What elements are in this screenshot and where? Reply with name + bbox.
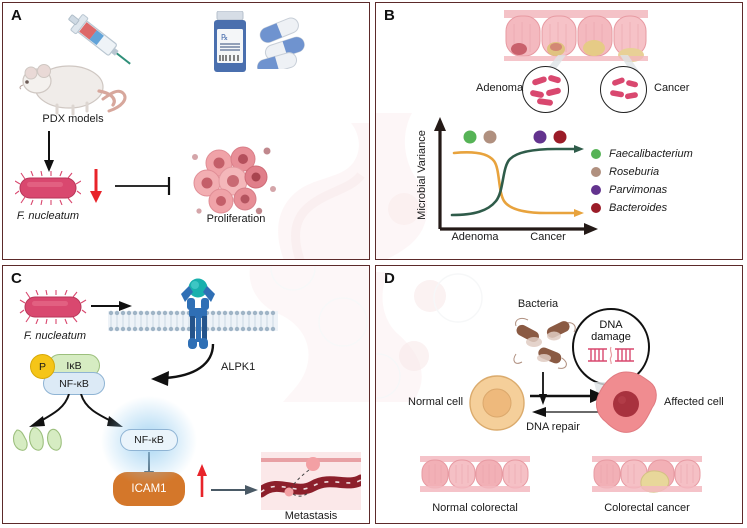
panel-c: C F. nucleatum <box>2 265 370 524</box>
panel-c-letter: C <box>11 270 22 287</box>
bacterium-to-receptor-arrow <box>91 301 132 311</box>
panel-a-letter: A <box>11 7 22 24</box>
legend-dot-bacteroides <box>591 203 601 213</box>
panel-a-proliferation-label: Proliferation <box>206 213 266 225</box>
panel-b: B <box>375 2 743 260</box>
marker-bacteroides <box>553 130 567 144</box>
red-up-arrow-icon <box>197 464 207 497</box>
marker-parvimonas <box>533 130 547 144</box>
marker-roseburia <box>483 130 497 144</box>
icam1-to-metastasis-arrow <box>211 485 258 495</box>
nfkb-bound-label: NF-κB <box>59 377 89 390</box>
normal-cell-icon <box>469 375 525 431</box>
panel-c-metastasis-label: Metastasis <box>284 510 338 522</box>
panel-d-normal-colorectal-label: Normal colorectal <box>432 502 518 514</box>
chart-ylabel: Microbial Variance <box>416 130 428 220</box>
cancer-magnifier-circle <box>600 66 647 113</box>
legend-item: Parvimonas <box>591 182 693 198</box>
legend-label-parvimonas: Parvimonas <box>609 184 668 196</box>
legend-label-roseburia: Roseburia <box>609 166 660 178</box>
dna-damage-line1: DNA <box>599 319 623 331</box>
receptor-complex-icon <box>181 278 215 349</box>
tumor-cell-cluster-icon <box>192 146 276 215</box>
panel-d-colorectal-cancer-label: Colorectal cancer <box>604 502 690 514</box>
panel-b-adenoma-circle-label: Adenoma <box>476 82 524 94</box>
panel-d-normal-cell-label: Normal cell <box>408 396 464 408</box>
legend-item: Roseburia <box>591 164 693 180</box>
chart-xtick-cancer: Cancer <box>530 231 566 243</box>
cancer-bacteria-icon <box>610 77 638 100</box>
blood-vessel-icon <box>261 452 361 510</box>
reaction-arrows <box>530 389 606 417</box>
panel-d-letter: D <box>384 270 395 287</box>
nfkb-bound-node: NF-κB <box>43 372 105 395</box>
panel-a-bacterium-label: F. nucleatum <box>16 210 80 222</box>
chart-legend: Faecalibacterium Roseburia Parvimonas Ba… <box>591 146 693 218</box>
pdx-to-bacterium-arrow <box>44 131 54 172</box>
legend-item: Faecalibacterium <box>591 146 693 162</box>
chart-xtick-adenoma: Adenoma <box>451 231 499 243</box>
degraded-protein-icon <box>12 427 62 451</box>
panel-c-alpk1-label: ALPK1 <box>221 361 256 373</box>
signal-curved-arrow <box>151 344 215 386</box>
legend-label-faecalibacterium: Faecalibacterium <box>609 148 693 160</box>
legend-dot-parvimonas <box>591 185 601 195</box>
legend-dot-faecalibacterium <box>591 149 601 159</box>
panel-b-cancer-circle-label: Cancer <box>654 82 690 94</box>
svg-text:℞: ℞ <box>221 33 228 42</box>
capsule-icon <box>257 17 305 69</box>
legend-label-bacteroides: Bacteroides <box>609 202 668 214</box>
adenoma-bacteria-icon <box>530 75 561 106</box>
microbial-variance-chart: Microbial Variance Adenoma Cancer <box>396 111 608 243</box>
nfkb-free-node: NF-κB <box>120 429 178 451</box>
bacterium-rod-icon <box>15 171 81 205</box>
panel-b-letter: B <box>384 7 395 24</box>
panel-d-dna-repair-label: DNA repair <box>526 421 580 433</box>
panel-d: D Bacteria <box>375 265 743 524</box>
cancer-epithelium-icon <box>592 456 702 493</box>
marker-faecalibacterium <box>463 130 477 144</box>
mouse-icon <box>19 64 127 116</box>
bacterium-rod-icon <box>19 290 87 324</box>
colon-epithelium-icon <box>504 10 648 62</box>
panel-d-affected-cell-label: Affected cell <box>664 396 724 408</box>
pill-bottle-icon: ℞ <box>214 11 246 72</box>
ikb-label: IκB <box>66 359 82 372</box>
syringe-icon <box>68 14 131 65</box>
flagellated-bacteria-icon <box>513 317 576 369</box>
phosphate-icon: P <box>30 354 55 379</box>
red-down-arrow-icon <box>90 169 102 203</box>
panel-a-pdx-label: PDX models <box>42 113 104 125</box>
phosphate-label: P <box>38 360 46 373</box>
affected-cell-icon <box>595 371 657 433</box>
panel-d-bacteria-label: Bacteria <box>517 298 559 310</box>
adenoma-magnifier-circle <box>522 66 569 113</box>
panel-a: A <box>2 2 370 260</box>
legend-dot-roseburia <box>591 167 601 177</box>
inhibition-bar-icon <box>115 177 171 195</box>
chart-svg <box>434 117 598 235</box>
nfkb-free-label: NF-κB <box>134 434 164 446</box>
broken-dna-icon <box>588 346 634 364</box>
dna-damage-line2: damage <box>591 331 631 343</box>
legend-item: Bacteroides <box>591 200 693 216</box>
panel-c-bacterium-label: F. nucleatum <box>23 330 87 342</box>
dna-damage-magnifier-icon: DNA damage <box>572 308 650 386</box>
normal-epithelium-icon <box>420 456 530 492</box>
icam1-label: ICAM1 <box>131 483 167 495</box>
